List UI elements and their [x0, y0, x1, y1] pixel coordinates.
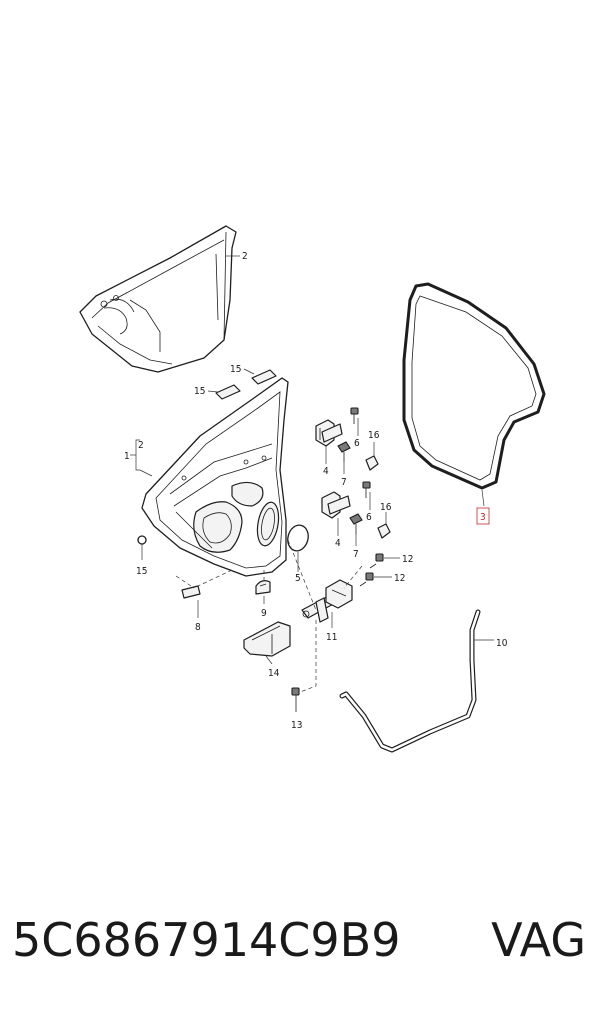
- callout-15-left: 15: [136, 566, 147, 577]
- part-number-caption: 5C6867914C9B9 VAG: [0, 905, 600, 975]
- outer-door-panel: [79, 225, 237, 373]
- upper-nut-7: [337, 441, 351, 462]
- callout-12-lower: 12: [394, 573, 405, 584]
- brand-name: VAG: [491, 913, 586, 967]
- callout-15-top-a: 15: [230, 364, 241, 375]
- callout-2-inner: 2: [138, 440, 144, 451]
- lower-hinge: [321, 491, 351, 519]
- clip-9: [255, 580, 271, 595]
- callout-7-lower: 7: [353, 549, 359, 560]
- lower-bolt-6: [362, 481, 371, 498]
- callout-12-upper: 12: [402, 554, 413, 565]
- callout-7-upper: 7: [341, 477, 347, 488]
- callout-5: 5: [295, 573, 301, 584]
- callout-14: 14: [268, 668, 280, 679]
- callout-6-lower: 6: [366, 512, 372, 523]
- door-check-strap: [301, 579, 353, 623]
- grommet: [137, 535, 147, 545]
- callout-4-upper: 4: [323, 466, 329, 477]
- door-frame: [141, 377, 289, 577]
- upper-bolt-6: [350, 407, 359, 424]
- callout-16-upper: 16: [368, 430, 380, 441]
- callout-2-outer: 2: [242, 251, 248, 262]
- sealing-strip: [339, 609, 481, 753]
- callout-3: 3: [480, 512, 486, 523]
- lower-nut-7: [349, 513, 363, 534]
- door-seal: [402, 282, 546, 490]
- bolt-12-upper: [369, 553, 384, 569]
- callout-15-top-b: 15: [194, 386, 205, 397]
- callout-16-lower: 16: [380, 502, 392, 513]
- screw-13: [291, 687, 300, 712]
- highlight-box: [476, 507, 490, 525]
- callout-13: 13: [291, 720, 302, 731]
- handle-housing: [243, 621, 291, 657]
- callout-4-lower: 4: [335, 538, 341, 549]
- assembly-path: [287, 539, 317, 611]
- pad-8: [181, 585, 201, 599]
- callout-11: 11: [326, 632, 337, 643]
- part-number: 5C6867914C9B9: [12, 913, 401, 967]
- upper-cap-16: [365, 455, 379, 471]
- round-seal: [287, 524, 309, 552]
- callout-1: 1: [124, 451, 130, 462]
- callout-6-upper: 6: [354, 438, 360, 449]
- bolt-12-lower: [359, 572, 374, 587]
- lower-cap-16: [377, 523, 391, 539]
- callout-9: 9: [261, 608, 267, 619]
- upper-hinge: [315, 419, 343, 447]
- adhesive-pad-top: [215, 369, 277, 400]
- callout-10: 10: [496, 638, 508, 649]
- callout-8: 8: [195, 622, 201, 633]
